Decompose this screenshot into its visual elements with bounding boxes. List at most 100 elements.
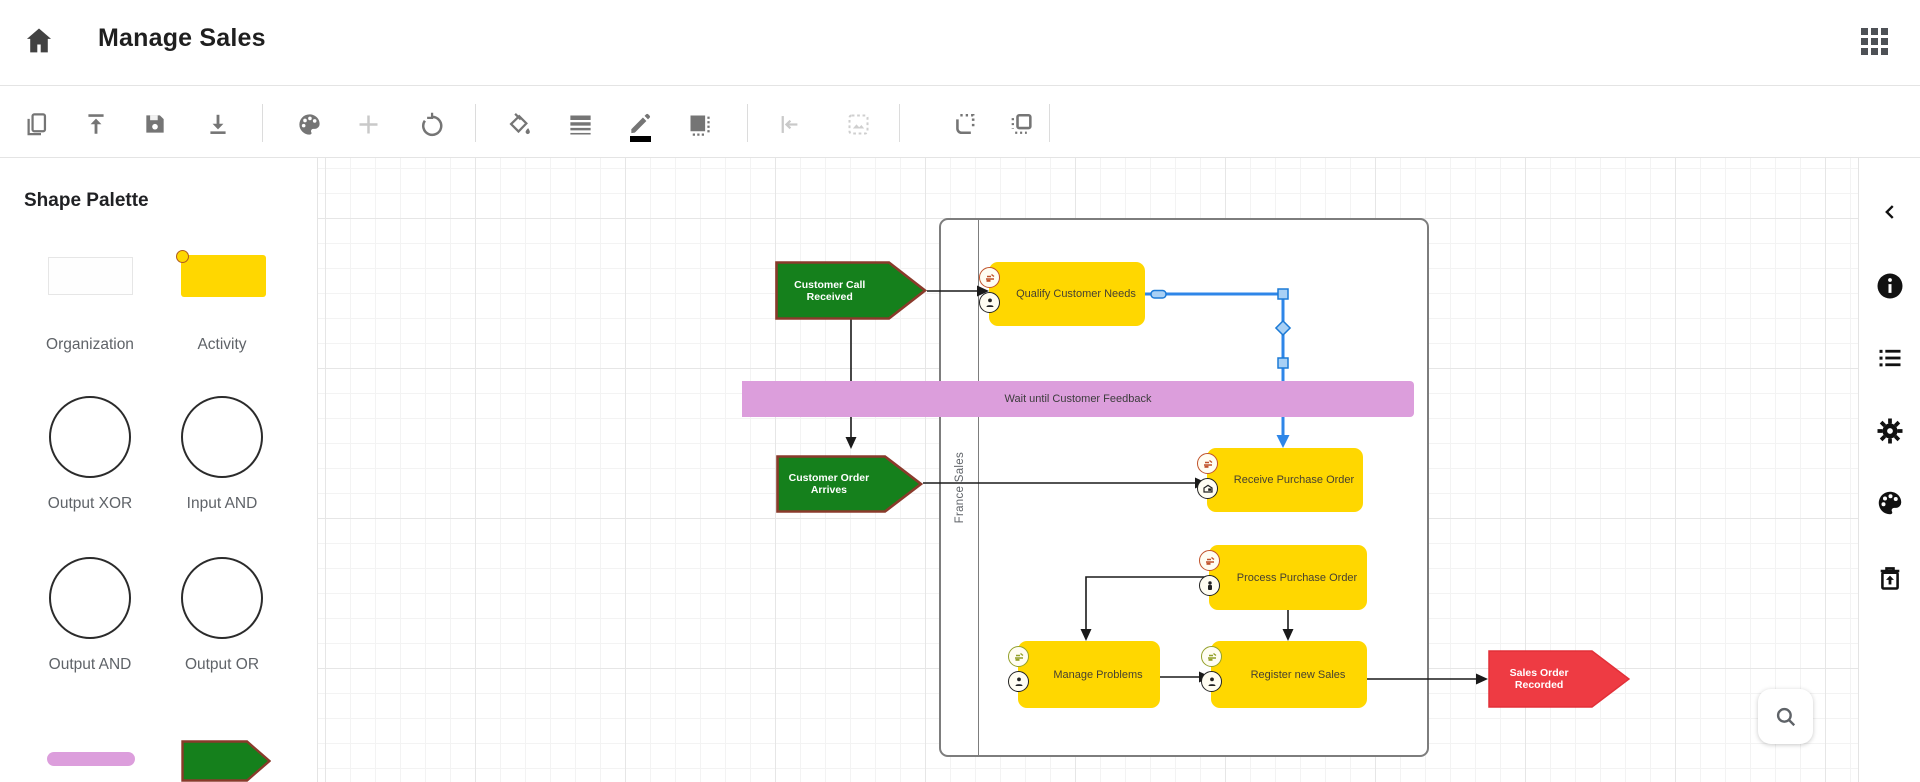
node-label: Receive Purchase Order: [1233, 474, 1355, 486]
image-button[interactable]: [836, 102, 880, 146]
main-toolbar: Direct Route: [0, 86, 1920, 233]
add-icon: [359, 115, 377, 133]
add-button[interactable]: [346, 102, 390, 146]
node-label: Register new Sales: [1250, 668, 1346, 681]
node-label: Manage Problems: [1053, 668, 1143, 681]
toolbar-separator: [899, 104, 900, 142]
connector-endpoint-handle[interactable]: [1150, 289, 1167, 299]
shadow-icon: [690, 115, 710, 136]
palette-shape-event-arrow[interactable]: [181, 740, 271, 782]
node-wait-until-customer-feedback[interactable]: Wait until Customer Feedback: [742, 381, 1414, 417]
node-function-register-new-sales[interactable]: Register new Sales: [1201, 641, 1367, 708]
selected-connector[interactable]: [1145, 288, 1292, 448]
palette-shape-label: Output OR: [184, 656, 260, 673]
lane-header[interactable]: France Sales: [941, 220, 979, 755]
node-event-customer-call-received[interactable]: Customer Call Received: [775, 261, 927, 320]
image-icon: [847, 113, 869, 135]
node-function-receive-purchase-order[interactable]: Receive Purchase Order: [1197, 448, 1363, 512]
palette-shape-label: Organization: [46, 336, 134, 353]
palette-shape-wait-bar[interactable]: [47, 752, 135, 766]
select-region-button[interactable]: [943, 102, 987, 146]
magnifier-icon: [1776, 707, 1795, 726]
apps-grid-button[interactable]: [1858, 25, 1890, 57]
gear-icon: [1877, 418, 1903, 444]
undo-button[interactable]: [408, 102, 452, 146]
palette-shape-output-or[interactable]: [181, 557, 263, 639]
copy-icon: [27, 112, 46, 135]
palette-shape-label: Input AND: [186, 495, 258, 512]
toolbar-separator: [475, 104, 476, 142]
palette-icon: [1878, 491, 1902, 515]
save-button[interactable]: [133, 102, 177, 146]
upload-button[interactable]: [74, 102, 118, 146]
organization-badge-icon: [979, 267, 1000, 288]
connector[interactable]: [845, 285, 1489, 685]
node-event-sales-order-recorded[interactable]: Sales Order Recorded: [1488, 650, 1630, 708]
shadow-button[interactable]: [677, 102, 721, 146]
palette-icon: [298, 113, 320, 135]
shape-palette-panel: Shape Palette Organization Activity Outp…: [0, 158, 318, 782]
connector-midpoint-handle[interactable]: [1274, 319, 1292, 337]
trash-upload-icon: [1880, 567, 1900, 590]
chevron-left-icon: [1885, 205, 1894, 219]
palette-shape-label: Output XOR: [47, 495, 133, 512]
palette-title: Shape Palette: [24, 190, 149, 211]
role-badge-icon: [979, 292, 1000, 313]
palette-shape-input-and[interactable]: [181, 396, 263, 478]
node-function-process-purchase-order[interactable]: Process Purchase Order: [1199, 545, 1367, 610]
role-badge-icon: [1201, 671, 1222, 692]
role-badge-icon: [1199, 575, 1220, 596]
list-button[interactable]: [1873, 341, 1907, 375]
page-title: Manage Sales: [98, 24, 266, 52]
download-button[interactable]: [196, 102, 240, 146]
properties-sidebar: [1858, 158, 1920, 782]
connector-corner-handle[interactable]: [1277, 288, 1289, 300]
palette-shape-label: Activity: [197, 336, 247, 353]
settings-button[interactable]: [1873, 414, 1907, 448]
line-thickness-icon: [569, 115, 591, 135]
copy-button[interactable]: [14, 102, 58, 146]
node-label: Customer Order Arrives: [788, 472, 870, 496]
node-function-qualify-customer-needs[interactable]: Qualify Customer Needs: [979, 262, 1145, 326]
home-button[interactable]: [22, 24, 58, 60]
line-thickness-button[interactable]: [558, 102, 602, 146]
align-button[interactable]: [767, 102, 811, 146]
node-label: Sales Order Recorded: [1509, 667, 1569, 691]
select-region-icon: [956, 113, 975, 135]
organization-badge-icon: [1199, 550, 1220, 571]
stroke-color-button[interactable]: [618, 102, 662, 146]
stroke-color-swatch: [630, 136, 651, 142]
role-badge-icon: [1197, 478, 1218, 499]
palette-shape-organization[interactable]: [48, 257, 133, 295]
fill-color-icon: [508, 112, 530, 134]
info-button[interactable]: [1873, 269, 1907, 303]
collapse-panel-button[interactable]: [1873, 195, 1907, 229]
organization-badge-icon: [1008, 646, 1029, 667]
home-icon: [26, 28, 52, 53]
toolbar-separator: [1049, 104, 1050, 142]
organization-badge-icon: [1197, 453, 1218, 474]
palette-button[interactable]: [287, 102, 331, 146]
toolbar-separator: [747, 104, 748, 142]
theme-button[interactable]: [1873, 486, 1907, 520]
download-icon: [210, 114, 226, 134]
palette-shape-output-xor[interactable]: [49, 396, 131, 478]
node-label: Customer Call Received: [794, 278, 866, 303]
node-event-customer-order-arrives[interactable]: Customer Order Arrives: [776, 455, 923, 513]
snap-to-shape-button[interactable]: [999, 102, 1043, 146]
node-function-manage-problems[interactable]: Manage Problems: [1008, 641, 1160, 708]
node-label: Qualify Customer Needs: [1016, 288, 1136, 300]
node-label: Process Purchase Order: [1236, 571, 1358, 584]
diagram-canvas[interactable]: France Sales: [318, 158, 1858, 782]
connector-segment-handle[interactable]: [1277, 357, 1289, 369]
save-icon: [146, 115, 164, 133]
fill-color-button[interactable]: [496, 102, 540, 146]
palette-shape-label: Output AND: [48, 656, 132, 673]
palette-shape-output-and[interactable]: [49, 557, 131, 639]
app-header: Manage Sales: [0, 0, 1920, 86]
palette-shape-activity[interactable]: [176, 250, 266, 297]
activity-badge-icon: [176, 250, 189, 263]
search-zoom-button[interactable]: [1758, 689, 1813, 744]
clear-canvas-button[interactable]: [1873, 561, 1907, 595]
